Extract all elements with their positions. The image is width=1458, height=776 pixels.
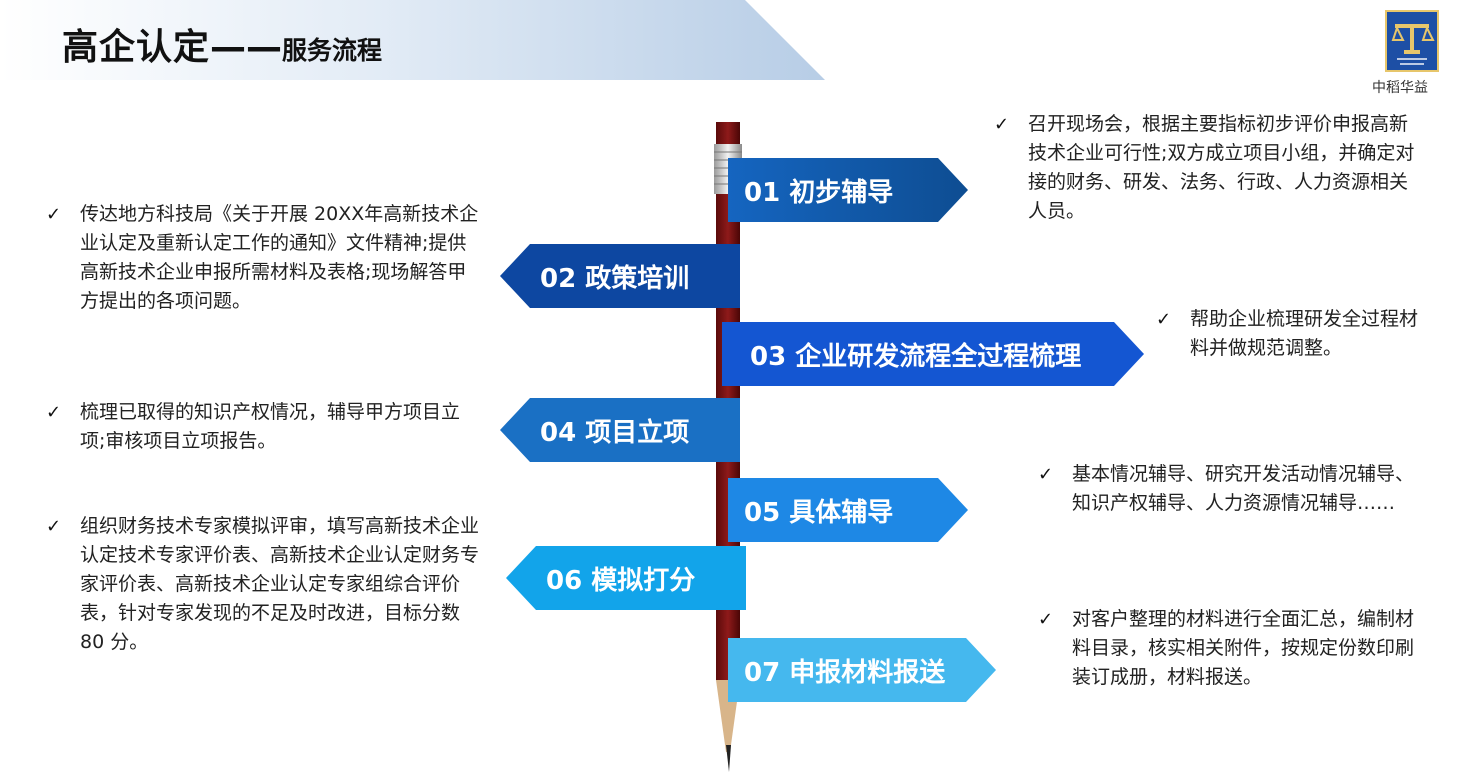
check-icon: ✓ bbox=[1038, 609, 1054, 630]
company-logo bbox=[1385, 10, 1439, 72]
step-07-label: 07 申报材料报送 bbox=[744, 657, 946, 688]
step-06-arrow[interactable]: 06 模拟打分 bbox=[506, 546, 746, 610]
step-06-label: 06 模拟打分 bbox=[546, 565, 696, 596]
logo-text: 中稻华益 bbox=[1372, 80, 1428, 96]
step-02-arrow[interactable]: 02 政策培训 bbox=[500, 244, 740, 308]
step-03-arrow[interactable]: 03 企业研发流程全过程梳理 bbox=[722, 322, 1144, 386]
step-07-arrow[interactable]: 07 申报材料报送 bbox=[728, 638, 996, 702]
note-step-03: ✓ 帮助企业梳理研发全过程材料并做规范调整。 bbox=[1156, 305, 1419, 363]
title-main: 高企认定 bbox=[62, 27, 211, 68]
check-icon: ✓ bbox=[1038, 464, 1054, 485]
page-title: 高企认定——服务流程 bbox=[62, 18, 382, 70]
step-01-arrow[interactable]: 01 初步辅导 bbox=[728, 158, 968, 222]
note-step-01: ✓ 召开现场会，根据主要指标初步评价申报高新技术企业可行性;双方成立项目小组，并… bbox=[994, 110, 1420, 226]
check-icon: ✓ bbox=[46, 204, 62, 225]
note-step-06: ✓ 组织财务技术专家模拟评审，填写高新技术企业认定技术专家评价表、高新技术企业认… bbox=[46, 512, 480, 657]
title-banner bbox=[0, 0, 825, 80]
step-04-label: 04 项目立项 bbox=[540, 417, 690, 448]
note-text: 组织财务技术专家模拟评审，填写高新技术企业认定技术专家评价表、高新技术企业认定财… bbox=[80, 515, 480, 653]
title-dash: —— bbox=[210, 27, 283, 68]
note-text: 召开现场会，根据主要指标初步评价申报高新技术企业可行性;双方成立项目小组，并确定… bbox=[1028, 113, 1415, 222]
check-icon: ✓ bbox=[994, 114, 1010, 135]
note-step-07: ✓ 对客户整理的材料进行全面汇总，编制材料目录，核实相关附件，按规定份数印刷装订… bbox=[1038, 605, 1432, 692]
note-text: 传达地方科技局《关于开展 20XX年高新技术企业认定及重新认定工作的通知》文件精… bbox=[80, 203, 479, 312]
note-step-05: ✓ 基本情况辅导、研究开发活动情况辅导、知识产权辅导、人力资源情况辅导…… bbox=[1038, 460, 1418, 518]
step-01-label: 01 初步辅导 bbox=[744, 177, 894, 208]
scales-icon bbox=[1391, 24, 1435, 65]
check-icon: ✓ bbox=[46, 516, 62, 537]
note-text: 对客户整理的材料进行全面汇总，编制材料目录，核实相关附件，按规定份数印刷装订成册… bbox=[1072, 608, 1415, 688]
note-text: 基本情况辅导、研究开发活动情况辅导、知识产权辅导、人力资源情况辅导…… bbox=[1072, 463, 1415, 514]
step-05-label: 05 具体辅导 bbox=[744, 497, 894, 528]
check-icon: ✓ bbox=[1156, 309, 1172, 330]
note-text: 梳理已取得的知识产权情况，辅导甲方项目立项;审核项目立项报告。 bbox=[80, 401, 461, 452]
note-step-02: ✓ 传达地方科技局《关于开展 20XX年高新技术企业认定及重新认定工作的通知》文… bbox=[46, 200, 480, 316]
note-text: 帮助企业梳理研发全过程材料并做规范调整。 bbox=[1190, 308, 1419, 359]
step-03-label: 03 企业研发流程全过程梳理 bbox=[750, 341, 1082, 372]
title-sub: 服务流程 bbox=[282, 36, 383, 65]
note-step-04: ✓ 梳理已取得的知识产权情况，辅导甲方项目立项;审核项目立项报告。 bbox=[46, 398, 480, 456]
check-icon: ✓ bbox=[46, 402, 62, 423]
step-02-label: 02 政策培训 bbox=[540, 263, 690, 294]
step-05-arrow[interactable]: 05 具体辅导 bbox=[728, 478, 968, 542]
step-04-arrow[interactable]: 04 项目立项 bbox=[500, 398, 740, 462]
